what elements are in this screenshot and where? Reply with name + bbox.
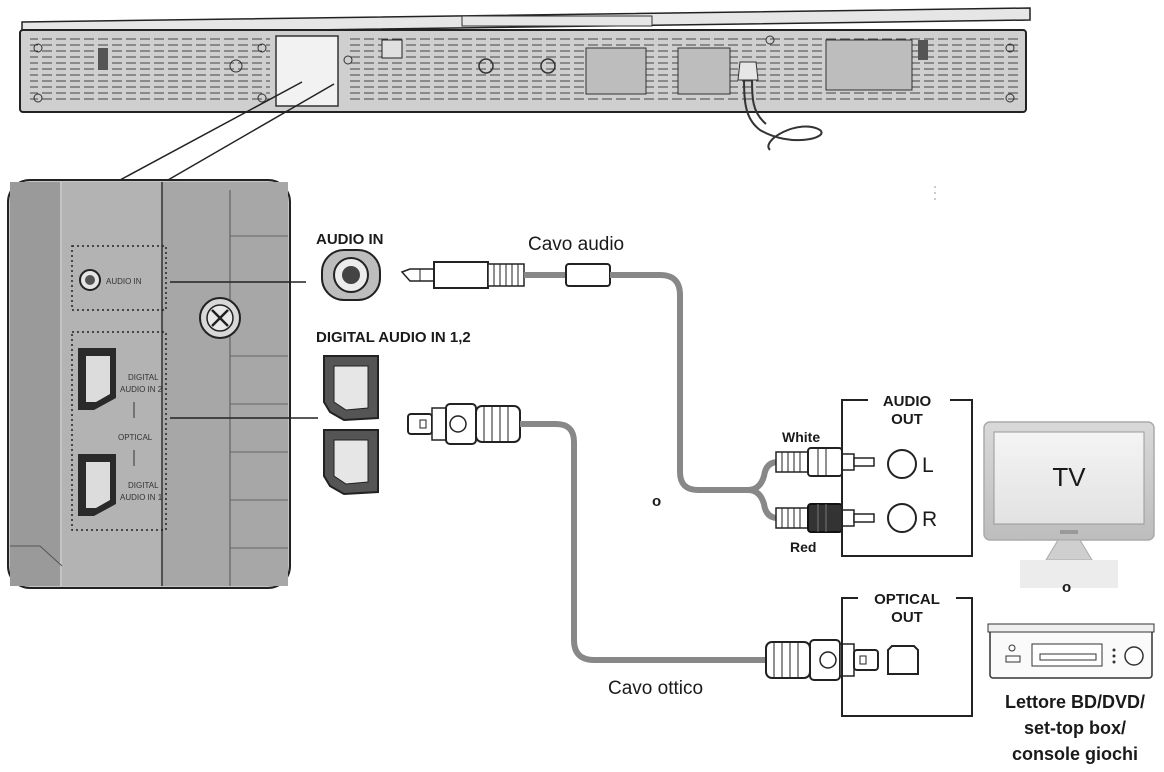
panel-digital-audio-in-1-line1: DIGITAL xyxy=(128,481,159,490)
player-label-line3: console giochi xyxy=(1012,744,1138,764)
panel-optical-port-2-icon xyxy=(78,348,116,410)
digital-audio-in-title: DIGITAL AUDIO IN 1,2 xyxy=(316,329,471,346)
audio-in-jack-icon xyxy=(321,249,381,301)
white-plug-label: White xyxy=(782,429,820,445)
digital-audio-in-1-port-icon xyxy=(323,429,379,496)
optical-out-title-line2: OUT xyxy=(891,609,923,626)
optical-out-title-line1: OPTICAL xyxy=(874,591,940,608)
audio-out-left-label: L xyxy=(922,454,934,477)
audio-in-title: AUDIO IN xyxy=(316,231,384,248)
audio-out-title-line1: AUDIO xyxy=(883,393,932,410)
tv-icon: TV xyxy=(983,421,1155,588)
panel-digital-audio-in-2-line2: AUDIO IN 2 xyxy=(120,385,163,394)
zoom-line-left xyxy=(119,81,303,181)
or-separator-cables: o xyxy=(652,493,661,510)
audio-out-right-label: R xyxy=(922,508,937,531)
bd-dvd-player-icon xyxy=(987,623,1155,679)
zoom-line-right xyxy=(167,83,335,181)
panel-digital-audio-in-1-line2: AUDIO IN 1 xyxy=(120,493,163,502)
audio-out-panel: AUDIO OUT L R xyxy=(841,393,973,557)
audio-cable xyxy=(400,261,779,521)
panel-optical-label: OPTICAL xyxy=(118,433,153,442)
digital-audio-in-2-port-icon xyxy=(323,355,379,422)
tv-screen-label: TV xyxy=(1052,462,1086,492)
screw-icon xyxy=(199,297,241,339)
red-rca-plug-icon xyxy=(775,503,875,533)
panel-audio-in-jack-icon xyxy=(79,269,101,291)
optical-cable xyxy=(407,403,879,681)
optical-cable-label: Cavo ottico xyxy=(608,678,703,699)
panel-digital-audio-in-2-line1: DIGITAL xyxy=(128,373,159,382)
panel-audio-in-label: AUDIO IN xyxy=(106,277,142,286)
white-rca-plug-icon xyxy=(775,447,875,477)
player-label-line2: set-top box/ xyxy=(1024,718,1126,738)
optical-out-port-icon xyxy=(887,645,919,675)
panel-optical-port-1-icon xyxy=(78,454,116,516)
soundbar xyxy=(19,7,1031,151)
audio-out-right-jack-icon xyxy=(887,503,917,533)
optical-out-panel: OPTICAL OUT xyxy=(841,591,973,717)
player-label-line1: Lettore BD/DVD/ xyxy=(1005,692,1145,712)
or-separator-devices: o xyxy=(1062,579,1071,596)
audio-out-title-line2: OUT xyxy=(891,411,923,428)
audio-out-left-jack-icon xyxy=(887,449,917,479)
audio-cable-label: Cavo audio xyxy=(528,234,624,255)
soundbar-port-closeup: AUDIO IN DIGITAL AUDIO IN 2 OPTICAL DIGI… xyxy=(7,179,291,589)
red-plug-label: Red xyxy=(790,539,816,555)
